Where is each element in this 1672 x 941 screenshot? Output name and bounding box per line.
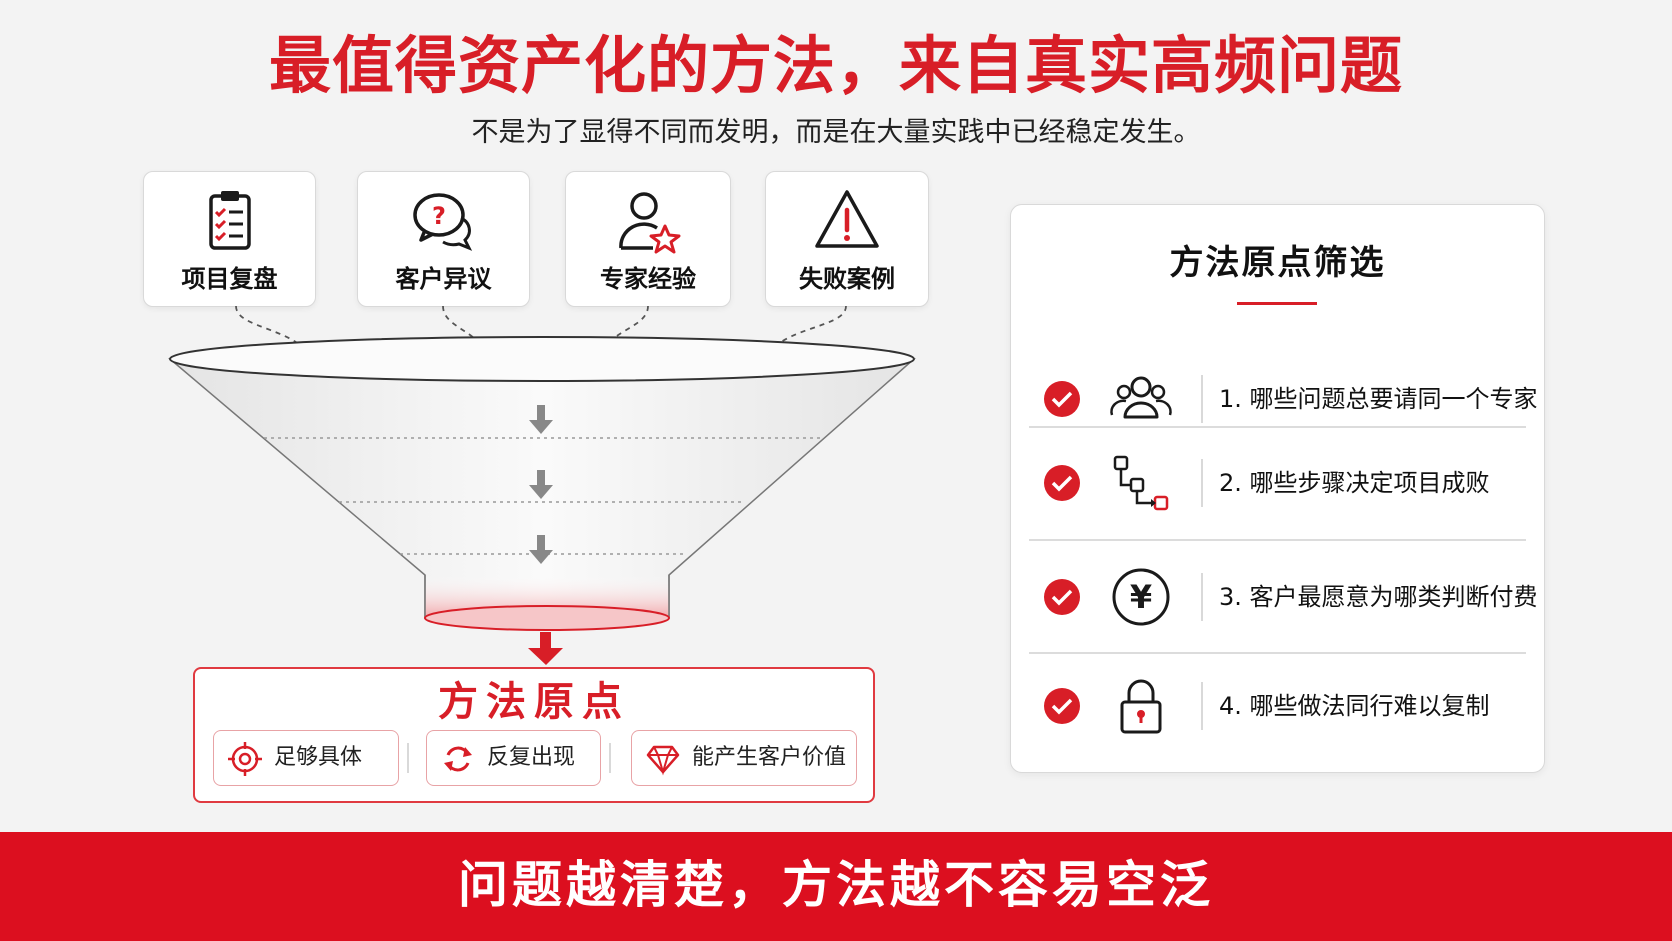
row-divider-vertical	[1201, 459, 1203, 507]
source-card-expert-experience: 专家经验	[565, 171, 731, 307]
trait-specific: 足够具体	[213, 730, 399, 786]
row-divider	[1029, 652, 1526, 654]
filter-item-text: 1. 哪些问题总要请同一个专家	[1219, 385, 1538, 413]
row-divider-vertical	[1201, 375, 1203, 423]
refresh-cycle-icon	[444, 746, 472, 772]
trait-label: 足够具体	[274, 745, 363, 770]
filter-item: 2. 哪些步骤决定项目成败	[1029, 427, 1526, 539]
title-underline	[1237, 302, 1317, 305]
filter-item: ¥ 3. 客户最愿意为哪类判断付费	[1029, 541, 1538, 653]
check-circle-icon	[1044, 465, 1080, 501]
filter-item: 1. 哪些问题总要请同一个专家	[1029, 343, 1538, 455]
people-group-icon	[1110, 376, 1172, 419]
target-icon	[228, 742, 262, 776]
check-circle-icon	[1044, 579, 1080, 615]
trait-recurring: 反复出现	[426, 730, 601, 786]
filter-item-text: 3. 客户最愿意为哪类判断付费	[1219, 583, 1538, 611]
trait-customer-value: 能产生客户价值	[631, 730, 857, 786]
filter-panel-title: 方法原点筛选	[1169, 243, 1386, 283]
yen-coin-icon: ¥	[1112, 568, 1170, 626]
trait-divider	[609, 743, 611, 773]
svg-text:¥: ¥	[1130, 578, 1152, 616]
filter-item: 4. 哪些做法同行难以复制	[1029, 650, 1526, 762]
method-origin-title: 方法原点	[438, 679, 630, 725]
padlock-icon	[1120, 679, 1162, 734]
row-divider-vertical	[1201, 573, 1203, 621]
source-card-project-review: 项目复盘	[143, 171, 316, 307]
source-card-customer-objection: ? 客户异议	[357, 171, 530, 307]
process-flow-icon	[1113, 455, 1169, 511]
trait-label: 反复出现	[487, 745, 576, 770]
filter-panel: 方法原点筛选 1. 哪些问题总要请同一个专家	[1010, 204, 1545, 773]
clipboard-checklist-icon	[208, 191, 251, 250]
footer-banner: 问题越清楚，方法越不容易空泛	[0, 832, 1672, 941]
row-divider-vertical	[1201, 682, 1203, 730]
check-circle-icon	[1044, 381, 1080, 417]
check-circle-icon	[1044, 688, 1080, 724]
trait-divider	[407, 743, 409, 773]
row-divider	[1029, 539, 1526, 541]
row-divider	[1029, 426, 1526, 428]
source-card-failure-cases: 失败案例	[765, 171, 929, 307]
page-title: 最值得资产化的方法，来自真实高频问题	[268, 29, 1403, 102]
question-speech-bubbles-icon: ?	[412, 193, 472, 251]
method-origin-box: 方法原点 足够具体 反复出现 能产生客户价值	[193, 667, 875, 803]
filter-item-text: 2. 哪些步骤决定项目成败	[1219, 469, 1490, 497]
source-label: 项目复盘	[181, 265, 278, 293]
page-subtitle: 不是为了显得不同而发明，而是在大量实践中已经稳定发生。	[471, 117, 1201, 148]
filter-item-text: 4. 哪些做法同行难以复制	[1219, 692, 1490, 720]
expert-star-icon	[619, 192, 681, 254]
trait-label: 能产生客户价值	[692, 745, 847, 770]
source-label: 专家经验	[600, 265, 696, 293]
source-label: 失败案例	[799, 265, 895, 293]
svg-text:?: ?	[432, 202, 446, 230]
source-label: 客户异议	[395, 265, 492, 293]
footer-text: 问题越清楚，方法越不容易空泛	[458, 856, 1214, 914]
diamond-icon	[646, 745, 680, 776]
warning-triangle-icon	[815, 190, 879, 248]
